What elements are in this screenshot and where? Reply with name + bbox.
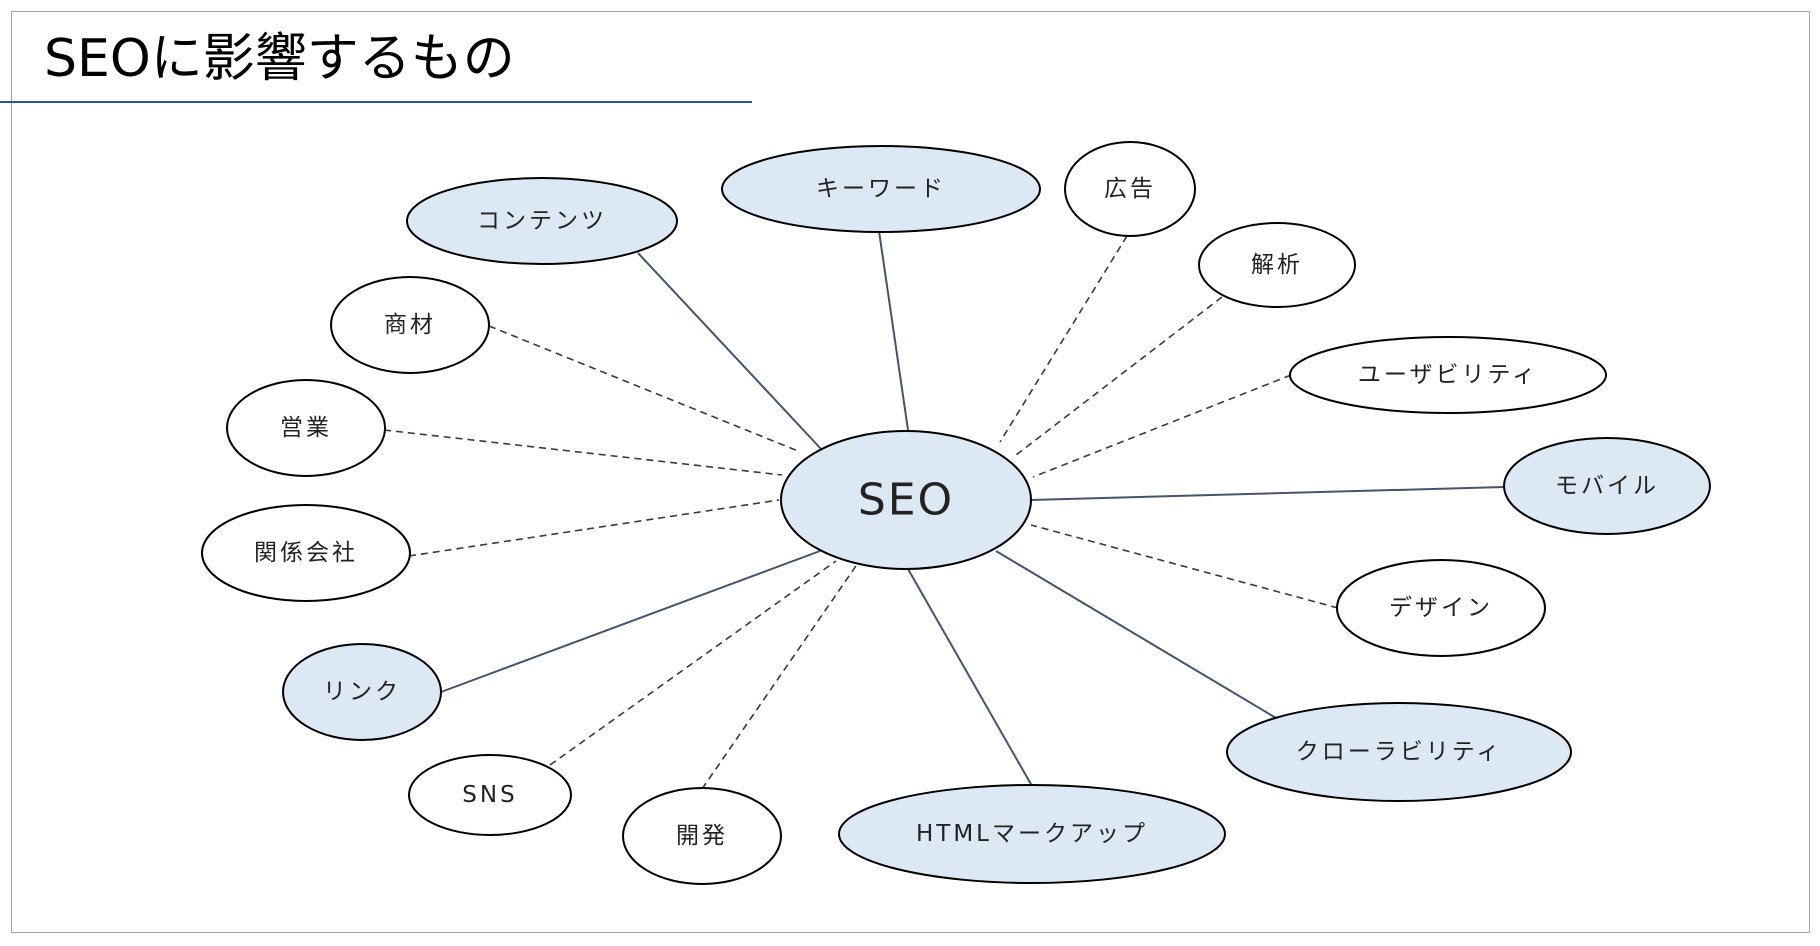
edge-crawlability-solid	[995, 550, 1277, 719]
node-design: デザイン	[1336, 559, 1546, 657]
node-usability-label: ユーザビリティ	[1358, 362, 1538, 388]
edge-ad-dashed	[999, 235, 1128, 443]
node-crawlability-label: クローラビリティ	[1296, 739, 1503, 765]
edge-keyword-solid	[878, 230, 909, 431]
edge-sns-dashed	[549, 560, 837, 766]
title-underline	[0, 101, 752, 103]
edge-usability-dashed	[1032, 374, 1292, 478]
node-ad-label: 広告	[1104, 176, 1156, 202]
node-sales-shape	[226, 379, 386, 477]
node-usability: ユーザビリティ	[1289, 336, 1607, 414]
node-contents: コンテンツ	[406, 177, 678, 265]
node-products-label: 商材	[384, 312, 436, 338]
slide-title: SEOに影響するもの	[44, 29, 515, 89]
node-products-shape	[330, 276, 490, 374]
node-crawlability-shape	[1226, 702, 1572, 802]
edge-affiliates-dashed	[408, 499, 780, 557]
edge-contents-solid	[637, 252, 823, 451]
node-keyword-shape	[721, 145, 1041, 233]
node-affiliates-shape	[201, 504, 411, 602]
node-analysis-shape	[1198, 222, 1356, 308]
edge-html-solid	[907, 568, 1033, 787]
edge-sales-dashed	[383, 429, 783, 476]
node-mobile: モバイル	[1503, 437, 1711, 535]
edges-layer	[383, 230, 1505, 790]
node-center-seo: SEO	[780, 430, 1032, 570]
edge-analysis-dashed	[1015, 296, 1223, 456]
edge-link-solid	[440, 550, 821, 693]
node-link: リンク	[282, 643, 442, 741]
node-html-label: HTMLマークアップ	[916, 821, 1148, 847]
edge-products-dashed	[488, 325, 799, 452]
node-ad: 広告	[1064, 141, 1196, 237]
node-sales-label: 営業	[280, 415, 332, 441]
node-link-label: リンク	[323, 679, 401, 705]
node-sns: SNS	[408, 754, 572, 836]
node-products: 商材	[330, 276, 490, 374]
node-usability-shape	[1289, 336, 1607, 414]
node-affiliates-label: 関係会社	[254, 540, 358, 566]
node-html: HTMLマークアップ	[838, 784, 1226, 884]
node-html-shape	[838, 784, 1226, 884]
node-crawlability: クローラビリティ	[1226, 702, 1572, 802]
node-ad-shape	[1064, 141, 1196, 237]
node-dev-label: 開発	[676, 823, 728, 849]
node-dev: 開発	[622, 787, 782, 885]
node-link-shape	[282, 643, 442, 741]
edge-mobile-solid	[1030, 486, 1505, 501]
node-affiliates: 関係会社	[201, 504, 411, 602]
node-sales: 営業	[226, 379, 386, 477]
node-center-seo-label: SEO	[858, 475, 954, 526]
node-analysis: 解析	[1198, 222, 1356, 308]
node-mobile-label: モバイル	[1555, 473, 1659, 499]
node-mobile-shape	[1503, 437, 1711, 535]
node-sns-shape	[408, 754, 572, 836]
node-keyword: キーワード	[721, 145, 1041, 233]
node-analysis-label: 解析	[1251, 252, 1303, 278]
node-keyword-label: キーワード	[816, 176, 946, 202]
node-sns-label: SNS	[462, 782, 517, 808]
edge-design-dashed	[1030, 524, 1339, 609]
node-contents-shape	[406, 177, 678, 265]
node-design-label: デザイン	[1389, 595, 1493, 621]
node-design-shape	[1336, 559, 1546, 657]
edge-dev-dashed	[701, 562, 859, 790]
node-center-seo-shape	[780, 430, 1032, 570]
node-contents-label: コンテンツ	[477, 208, 607, 234]
node-dev-shape	[622, 787, 782, 885]
